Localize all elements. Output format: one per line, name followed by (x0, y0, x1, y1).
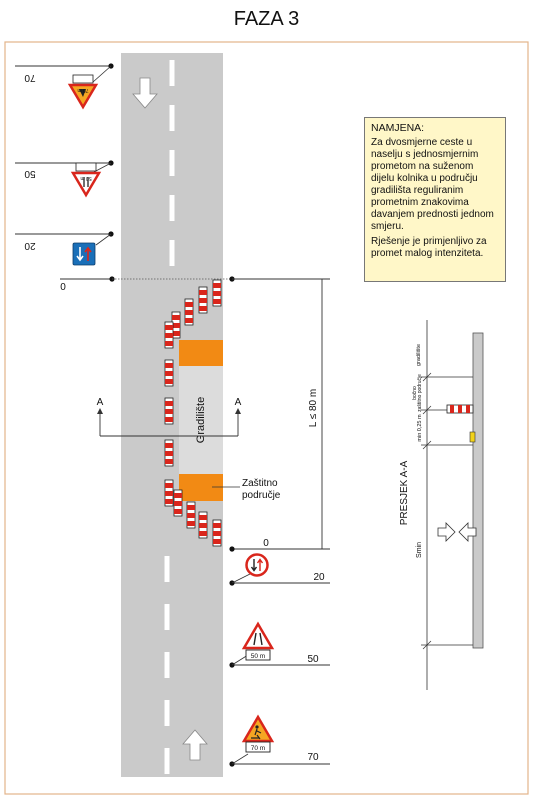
section-label-min-width: min 0,25 m (417, 414, 423, 442)
barrier (184, 298, 194, 326)
bottom-distance-70: 70 (307, 752, 319, 763)
bottom-plate-50: 50 m (251, 653, 265, 660)
barrier (198, 511, 208, 539)
bottom-distance-50: 50 (307, 654, 319, 665)
note-paragraph-2: Rješenje je primjenljivo za promet malog… (371, 236, 487, 259)
give-way-to-oncoming-sign-icon (245, 553, 269, 577)
road-narrows-warning-sign-icon (241, 621, 275, 650)
top-distance-50: 50 (24, 168, 36, 179)
site-label: Gradilište (195, 397, 207, 443)
cross-section-drawing (421, 320, 484, 690)
cross-section-title: PRESJEK A-A (399, 460, 410, 525)
bottom-distance-20: 20 (313, 572, 325, 583)
buffer-label-line2: područje (242, 490, 281, 501)
cross-section-traffic-arrows (437, 522, 477, 542)
section-marker-right: A (235, 397, 242, 408)
bottom-distance-0: 0 (263, 538, 269, 549)
bottom-plate-70: 70 m (251, 745, 265, 752)
barrier (164, 397, 174, 425)
work-site (179, 366, 223, 474)
road-narrows-warning-sign-icon (70, 162, 102, 198)
arrow-up-icon (182, 729, 208, 761)
section-line-a-a (97, 408, 241, 437)
buffer-label-line1: Zaštitno (242, 478, 278, 489)
barrier (186, 501, 196, 529)
barrier (173, 489, 183, 517)
cross-section-kerb (469, 431, 476, 443)
barrier (198, 286, 208, 314)
barrier (164, 321, 174, 349)
barrier (164, 479, 174, 507)
bottom-plate-50-box (245, 649, 271, 661)
barrier (164, 359, 174, 387)
top-distance-70: 70 (24, 72, 36, 83)
top-plate-70: 70 m (77, 87, 88, 93)
barrier (212, 519, 222, 547)
top-reference-lines (15, 63, 330, 282)
road-works-warning-sign-icon (241, 714, 275, 743)
section-label-side-buffer-1: bočno (412, 386, 418, 400)
section-label-side-buffer-2: zaštitno područje (417, 374, 423, 412)
arrow-down-icon (132, 77, 158, 109)
road-centerline (164, 60, 175, 774)
section-label-site: gradilište (416, 344, 422, 366)
cross-section-road (472, 332, 484, 649)
top-plate-50: 50 m (80, 175, 91, 181)
note-paragraph-1: Za dvosmjerne ceste u naselju s jednosmj… (371, 137, 494, 232)
note-heading: NAMJENA: (371, 122, 425, 134)
priority-over-oncoming-sign-icon (72, 242, 96, 266)
section-label-smin: Smin (416, 542, 423, 558)
top-distance-0: 0 (60, 282, 66, 293)
drawing-frame (4, 41, 529, 795)
bottom-plate-70-box (245, 741, 271, 753)
length-label: L ≤ 80 m (308, 389, 319, 427)
page-title: FAZA 3 (233, 8, 300, 30)
top-distance-20: 20 (24, 240, 36, 251)
cross-section-barrier (446, 404, 474, 414)
bottom-reference-lines (229, 546, 330, 767)
purpose-note: NAMJENA: Za dvosmjerne ceste u naselju s… (364, 117, 506, 282)
buffer-zone-bottom (179, 474, 223, 501)
barriers (164, 279, 222, 547)
barrier (212, 279, 222, 307)
barrier (164, 439, 174, 467)
section-marker-left: A (97, 397, 104, 408)
buffer-zone-top (179, 340, 223, 366)
road-works-warning-sign-icon (67, 74, 99, 110)
